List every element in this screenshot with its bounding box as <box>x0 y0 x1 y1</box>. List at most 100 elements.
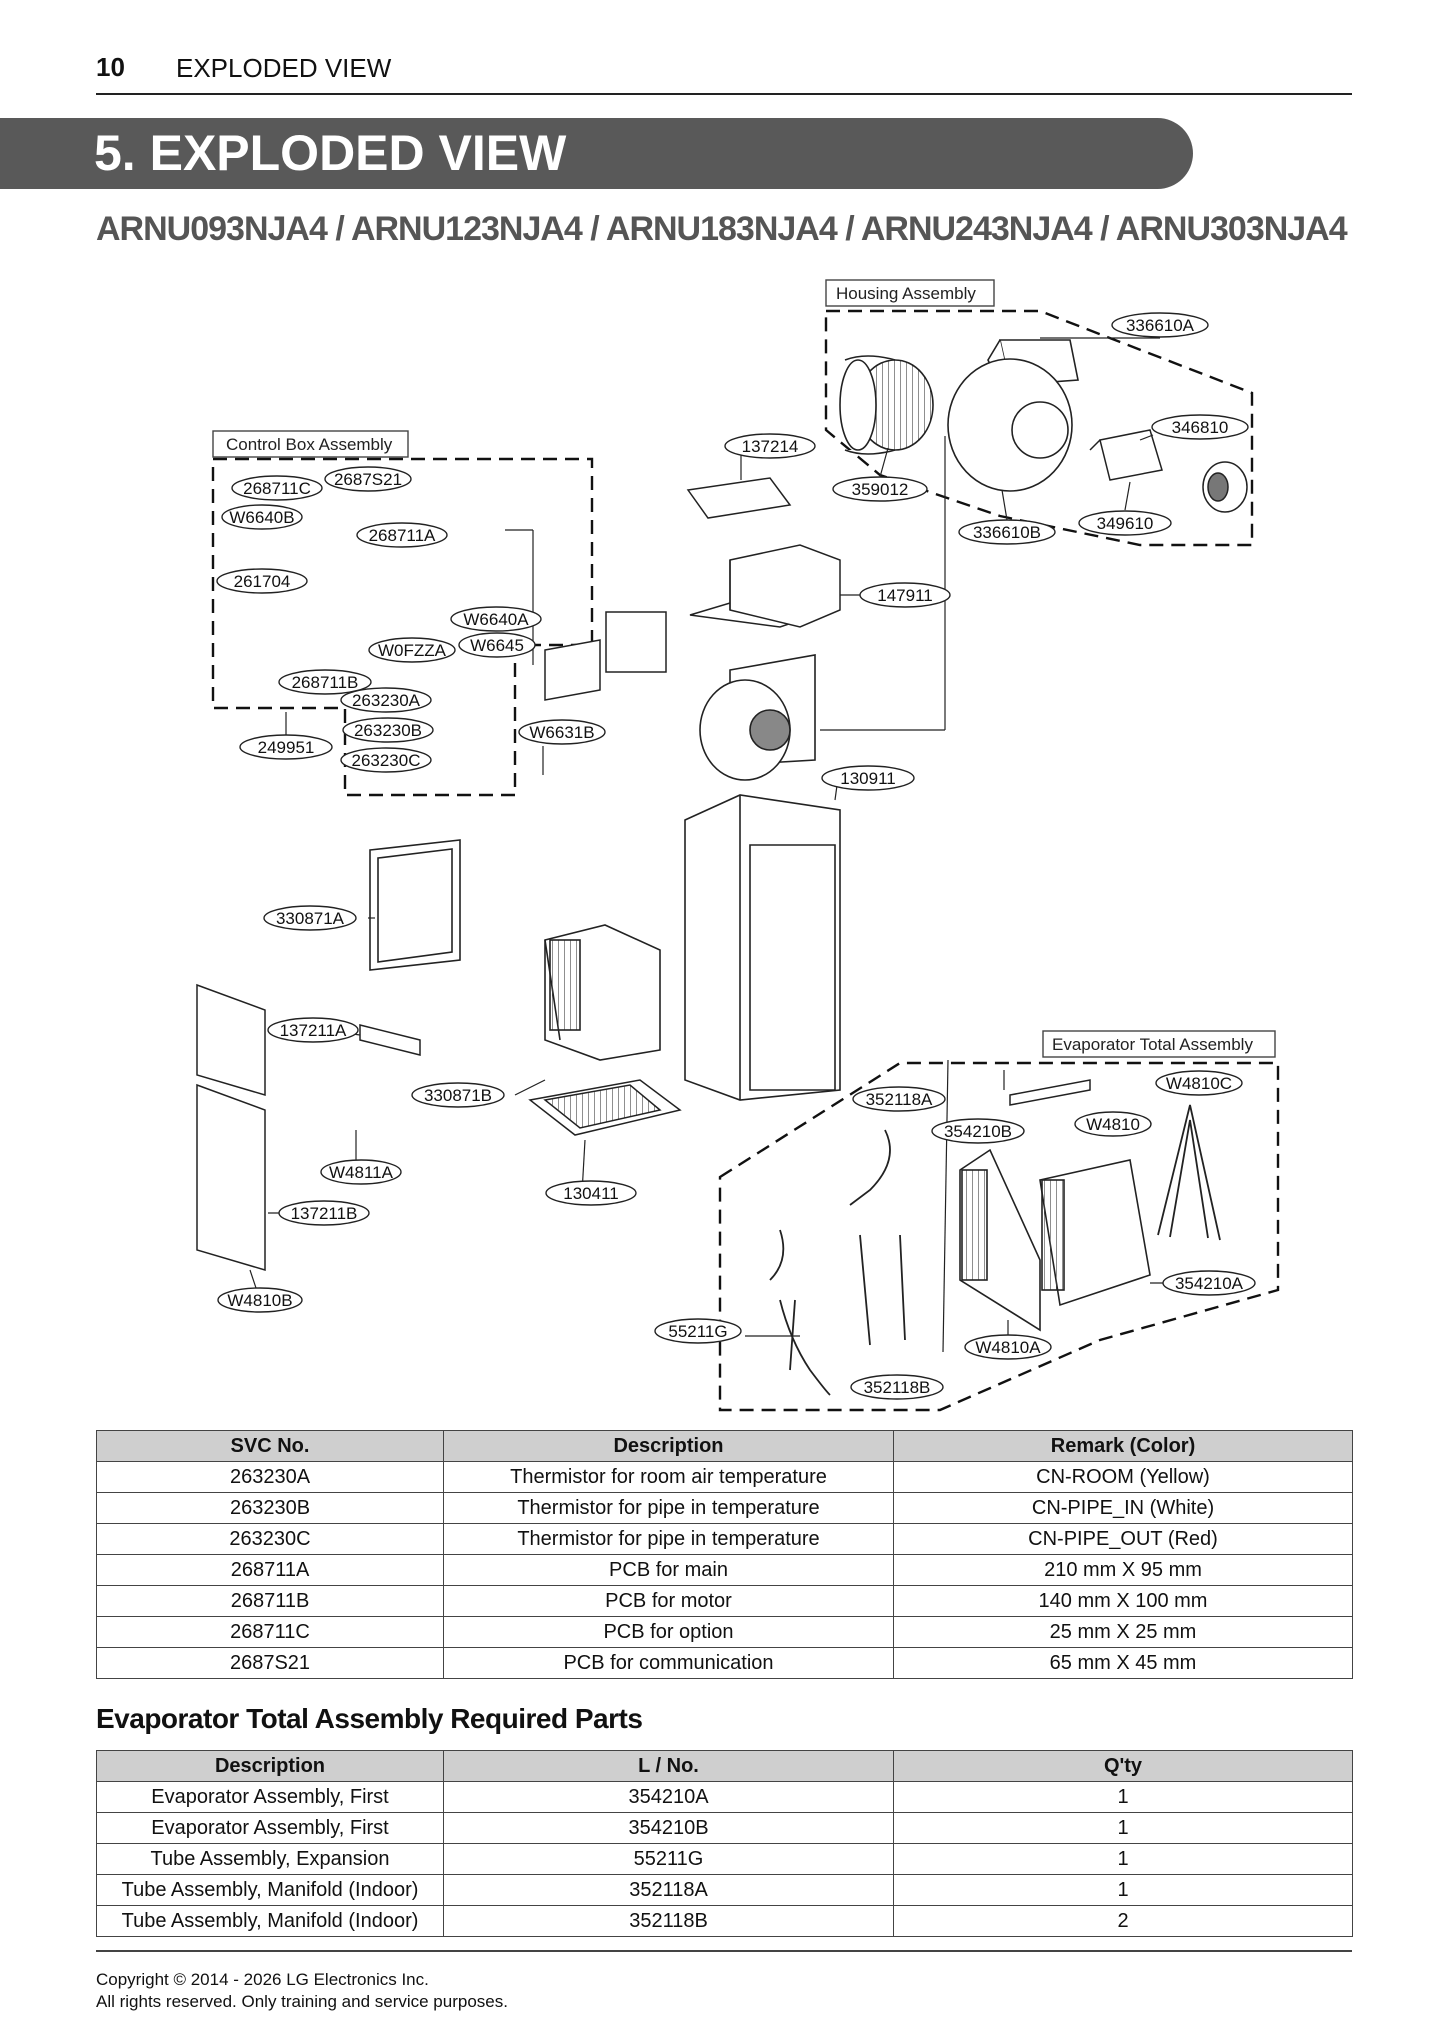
table-header-row: SVC No. Description Remark (Color) <box>96 1430 1353 1462</box>
table-cell: 263230A <box>96 1461 444 1493</box>
callout-359012: 359012 <box>852 480 909 499</box>
evaporator-parts-heading: Evaporator Total Assembly Required Parts <box>96 1703 643 1734</box>
table-cell: 268711B <box>96 1585 444 1617</box>
table-cell: Thermistor for pipe in temperature <box>443 1523 894 1555</box>
table-cell: Thermistor for room air temperature <box>443 1461 894 1493</box>
callout-261704: 261704 <box>234 572 291 591</box>
table-cell: Evaporator Assembly, First <box>96 1812 444 1844</box>
section-title: 5. EXPLODED VIEW <box>94 125 567 181</box>
blower-housing-drawing <box>947 339 1079 492</box>
cabinet-drawing <box>684 794 841 1101</box>
motor-mount-drawing <box>1089 429 1163 481</box>
copyright-line: Copyright © 2014 - 2026 LG Electronics I… <box>96 1970 429 1989</box>
evaporator-parts-table: Description L / No. Q'ty Evaporator Asse… <box>96 1750 1353 1937</box>
table-cell: 352118B <box>443 1905 894 1937</box>
table-cell: Tube Assembly, Manifold (Indoor) <box>96 1905 444 1937</box>
table-cell: 55211G <box>443 1843 894 1875</box>
callout-W4810: W4810 <box>1086 1115 1140 1134</box>
callout-346810: 346810 <box>1172 418 1229 437</box>
callout-263230A: 263230A <box>352 691 421 710</box>
callout-268711A: 268711A <box>369 526 436 545</box>
table-cell: 268711C <box>96 1616 444 1648</box>
evaporator-slab-b-drawing <box>959 1148 1041 1332</box>
column-header: SVC No. <box>96 1430 444 1462</box>
evaporator-assembly-boundary <box>718 1061 1280 1412</box>
callout-137211B: 137211B <box>291 1204 358 1223</box>
model-list: ARNU093NJA4 / ARNU123NJA4 / ARNU183NJA4 … <box>96 210 1348 248</box>
control-box-cover-drawing <box>686 477 792 519</box>
callout-2687S21: 2687S21 <box>334 470 402 489</box>
expansion-tube-drawing <box>769 1229 831 1396</box>
callout-336610B: 336610B <box>973 523 1041 542</box>
drain-pan-drawing <box>528 1079 682 1136</box>
callout-W6640A: W6640A <box>463 610 529 629</box>
table-cell: 210 mm X 95 mm <box>893 1554 1353 1586</box>
filter-rail-drawing <box>359 1024 421 1056</box>
footer-copyright: Copyright © 2014 - 2026 LG Electronics I… <box>96 1969 508 2013</box>
footer-divider <box>96 1950 1352 1952</box>
svc-parts-table: SVC No. Description Remark (Color) 26323… <box>96 1430 1353 1679</box>
evaporator-slab-a-drawing <box>1039 1159 1151 1307</box>
section-banner <box>0 118 1193 189</box>
running-header: EXPLODED VIEW <box>176 53 392 83</box>
coil-assembly-drawing <box>544 924 661 1061</box>
front-panel-upper-drawing <box>196 983 266 1097</box>
callout-349610: 349610 <box>1097 514 1154 533</box>
callout-268711B: 268711B <box>292 673 359 692</box>
column-header: Description <box>96 1750 444 1782</box>
table-cell: Tube Assembly, Expansion <box>96 1843 444 1875</box>
table-cell: 140 mm X 100 mm <box>893 1585 1353 1617</box>
callout-263230C: 263230C <box>351 751 420 770</box>
table-cell: 2687S21 <box>96 1647 444 1679</box>
housing-assembly-title: Housing Assembly <box>836 284 976 303</box>
callout-W6645: W6645 <box>470 636 524 655</box>
table-cell: PCB for motor <box>443 1585 894 1617</box>
table-cell: 354210B <box>443 1812 894 1844</box>
table-cell: 1 <box>893 1812 1353 1844</box>
header-divider <box>96 93 1352 95</box>
coil-bracket-drawing <box>1157 1104 1221 1241</box>
callout-352118A: 352118A <box>866 1090 933 1109</box>
bracket-box-drawing <box>689 544 841 628</box>
callout-130911: 130911 <box>840 769 895 788</box>
table-cell: 268711A <box>96 1554 444 1586</box>
top-bracket-drawing <box>1009 1079 1091 1106</box>
callout-330871A: 330871A <box>276 909 345 928</box>
table-header-row: Description L / No. Q'ty <box>96 1750 1353 1782</box>
callout-330871B: 330871B <box>424 1086 492 1105</box>
column-header: Remark (Color) <box>893 1430 1353 1462</box>
manifold-drawing <box>849 1129 906 1346</box>
table-cell: PCB for communication <box>443 1647 894 1679</box>
callout-268711C: 268711C <box>243 479 311 498</box>
callout-352118B: 352118B <box>864 1378 931 1397</box>
control-box-assembly-title: Control Box Assembly <box>226 435 393 454</box>
table-cell: CN-PIPE_IN (White) <box>893 1492 1353 1524</box>
inner-control-box-drawing <box>544 611 667 701</box>
rights-line: All rights reserved. Only training and s… <box>96 1992 508 2011</box>
table-cell: 25 mm X 25 mm <box>893 1616 1353 1648</box>
table-cell: 2 <box>893 1905 1353 1937</box>
callout-354210A: 354210A <box>1175 1274 1244 1293</box>
callout-55211G: 55211G <box>668 1322 727 1341</box>
column-header: Q'ty <box>893 1750 1353 1782</box>
callout-W4810B: W4810B <box>227 1291 292 1310</box>
callout-W0FZZA: W0FZZA <box>378 641 447 660</box>
table-cell: 1 <box>893 1781 1353 1813</box>
blower-wheel-drawing <box>839 355 934 455</box>
table-cell: Thermistor for pipe in temperature <box>443 1492 894 1524</box>
table-cell: 263230B <box>96 1492 444 1524</box>
fan-motor-drawing <box>1202 461 1248 513</box>
callout-137214: 137214 <box>742 437 799 456</box>
table-cell: 263230C <box>96 1523 444 1555</box>
table-cell: 352118A <box>443 1874 894 1906</box>
table-cell: 65 mm X 45 mm <box>893 1647 1353 1679</box>
